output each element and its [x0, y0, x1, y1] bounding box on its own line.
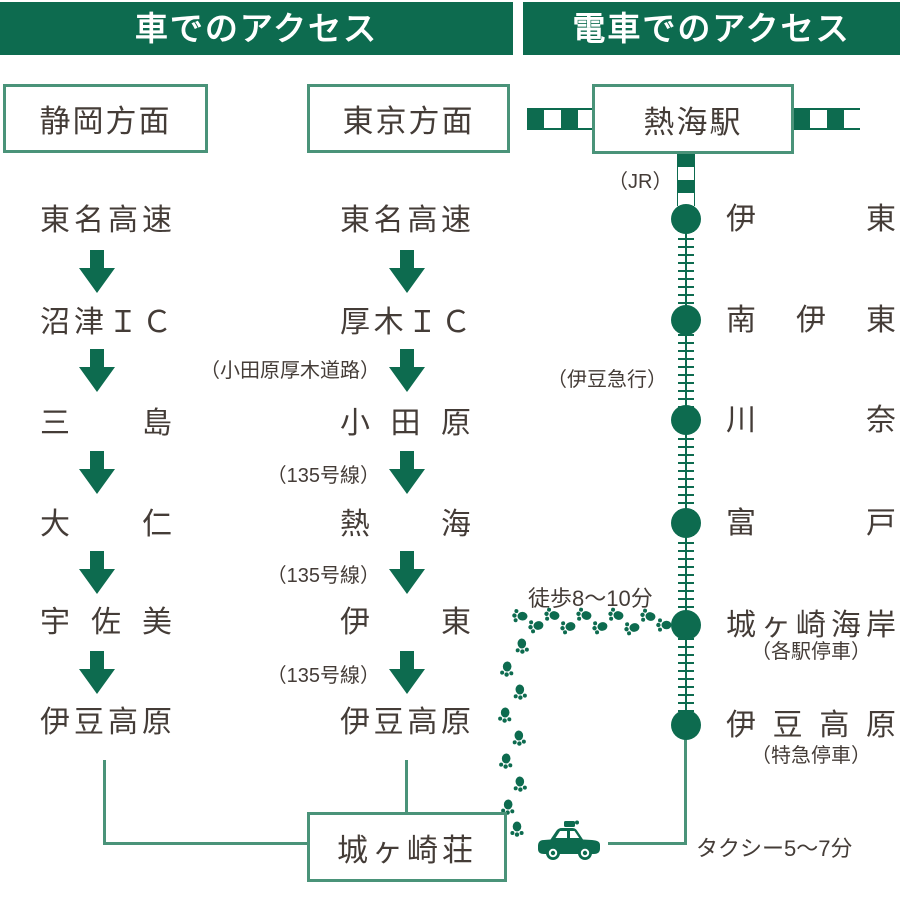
down-arrow-icon: [79, 451, 115, 494]
station-label: 伊豆高原: [726, 709, 896, 742]
down-arrow-icon: [79, 651, 115, 694]
route-step: 小田原: [340, 407, 471, 440]
shizuoka-origin-box: 静岡方面: [3, 84, 208, 153]
down-arrow-icon: [389, 551, 425, 594]
route-step: 伊豆高原: [40, 706, 172, 739]
station-note-express: （特急停車）: [751, 745, 871, 767]
down-arrow-icon: [389, 451, 425, 494]
route-step: 熱海: [340, 508, 471, 541]
connector-line: [103, 760, 106, 844]
road-name-label: （135号線）: [266, 665, 380, 687]
down-arrow-icon: [389, 651, 425, 694]
route-step: 伊東: [340, 606, 471, 639]
station-note-local: （各駅停車）: [751, 641, 871, 663]
jr-label: （JR）: [608, 171, 673, 193]
road-name-label: （135号線）: [266, 465, 380, 487]
jr-track-down: [677, 154, 695, 206]
station-label: 富戸: [726, 507, 896, 540]
route-step: 東名高速: [340, 204, 471, 237]
tokyo-origin-label: 東京方面: [342, 104, 475, 139]
road-name-label: （小田原厚木道路）: [200, 360, 380, 382]
route-step: 伊豆高原: [340, 706, 471, 739]
route-step: 東名高速: [40, 204, 172, 237]
station-label: 川奈: [726, 404, 896, 437]
atami-station-label: 熱海駅: [643, 104, 743, 140]
jr-track-left: [527, 108, 592, 130]
atami-station-box: 熱海駅: [592, 84, 794, 154]
connector-line: [405, 760, 408, 815]
taxi-icon: [538, 820, 600, 860]
station-dot: [671, 710, 701, 740]
taxi-route-line: [684, 737, 687, 844]
route-step: 厚木ＩＣ: [340, 306, 471, 339]
down-arrow-icon: [389, 349, 425, 392]
route-step: 沼津ＩＣ: [40, 306, 172, 339]
down-arrow-icon: [79, 551, 115, 594]
down-arrow-icon: [389, 250, 425, 293]
station-label: 城ヶ崎海岸: [726, 609, 896, 642]
izukyu-line-label: （伊豆急行）: [547, 369, 667, 391]
station-dot: [671, 305, 701, 335]
destination-label: 城ヶ崎荘: [337, 832, 477, 868]
destination-box: 城ヶ崎荘: [307, 812, 507, 882]
down-arrow-icon: [79, 349, 115, 392]
station-dot: [671, 610, 701, 640]
route-step: 大仁: [40, 508, 172, 541]
connector-line: [103, 842, 309, 845]
shizuoka-origin-label: 静岡方面: [39, 104, 172, 139]
walk-time-label: 徒歩8～10分: [528, 586, 653, 611]
train-access-header: 電車でのアクセス: [523, 2, 900, 55]
footprints-icon: [512, 606, 672, 637]
road-name-label: （135号線）: [266, 565, 380, 587]
route-step: 三島: [40, 407, 172, 440]
station-label: 伊東: [726, 203, 896, 236]
station-dot: [671, 204, 701, 234]
footprints-icon: [497, 638, 530, 837]
station-label: 南伊東: [726, 304, 896, 337]
station-dot: [671, 405, 701, 435]
izukyu-railway-line: [678, 206, 694, 738]
down-arrow-icon: [79, 250, 115, 293]
taxi-route-line: [608, 842, 687, 845]
tokyo-origin-box: 東京方面: [307, 84, 510, 153]
car-access-header: 車でのアクセス: [0, 2, 513, 55]
route-step: 宇佐美: [40, 606, 172, 639]
jr-track-right: [793, 108, 860, 130]
taxi-time-label: タクシー5～7分: [696, 836, 853, 861]
station-dot: [671, 508, 701, 538]
